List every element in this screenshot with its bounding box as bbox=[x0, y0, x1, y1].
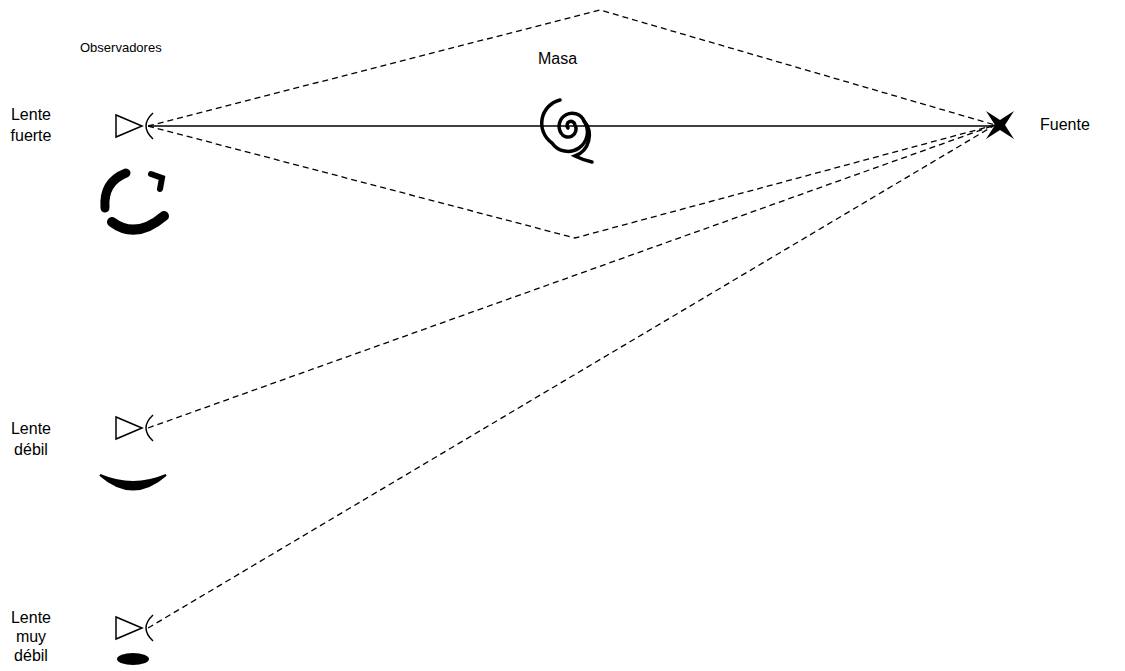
eye-triangle bbox=[116, 417, 142, 439]
line-of-sight bbox=[148, 125, 993, 127]
observer-icon bbox=[116, 113, 153, 139]
very-weak-lens-label: Lente muy débil bbox=[0, 608, 62, 665]
light-ray bbox=[148, 125, 995, 428]
mass-label: Masa bbox=[538, 49, 608, 68]
source-star bbox=[986, 111, 1014, 139]
image-arc bbox=[151, 174, 162, 189]
strong-lens-label: Lente fuerte bbox=[0, 104, 62, 146]
spiral-arm bbox=[542, 100, 588, 151]
eye-lens bbox=[146, 615, 153, 641]
very-weak-lens-image bbox=[117, 653, 149, 665]
eye-lens bbox=[146, 113, 153, 139]
light-ray bbox=[148, 125, 995, 238]
weak-lens-arc bbox=[100, 475, 166, 490]
spiral-arm bbox=[575, 121, 592, 162]
image-arc bbox=[105, 173, 126, 208]
light-ray bbox=[148, 10, 995, 126]
light-paths bbox=[148, 10, 995, 628]
light-ray bbox=[148, 125, 995, 628]
galaxy-spiral bbox=[542, 100, 592, 162]
observers-label: Observadores bbox=[80, 40, 190, 56]
eye-triangle bbox=[116, 617, 142, 639]
eye-triangle bbox=[116, 115, 142, 137]
observer-icon bbox=[116, 615, 153, 641]
strong-lens-arcs bbox=[105, 173, 164, 230]
eye-lens bbox=[146, 415, 153, 441]
source-label: Fuente bbox=[1040, 115, 1120, 134]
image-arc bbox=[112, 216, 164, 230]
observer-icon bbox=[116, 415, 153, 441]
weak-lens-label: Lente débil bbox=[0, 418, 62, 460]
